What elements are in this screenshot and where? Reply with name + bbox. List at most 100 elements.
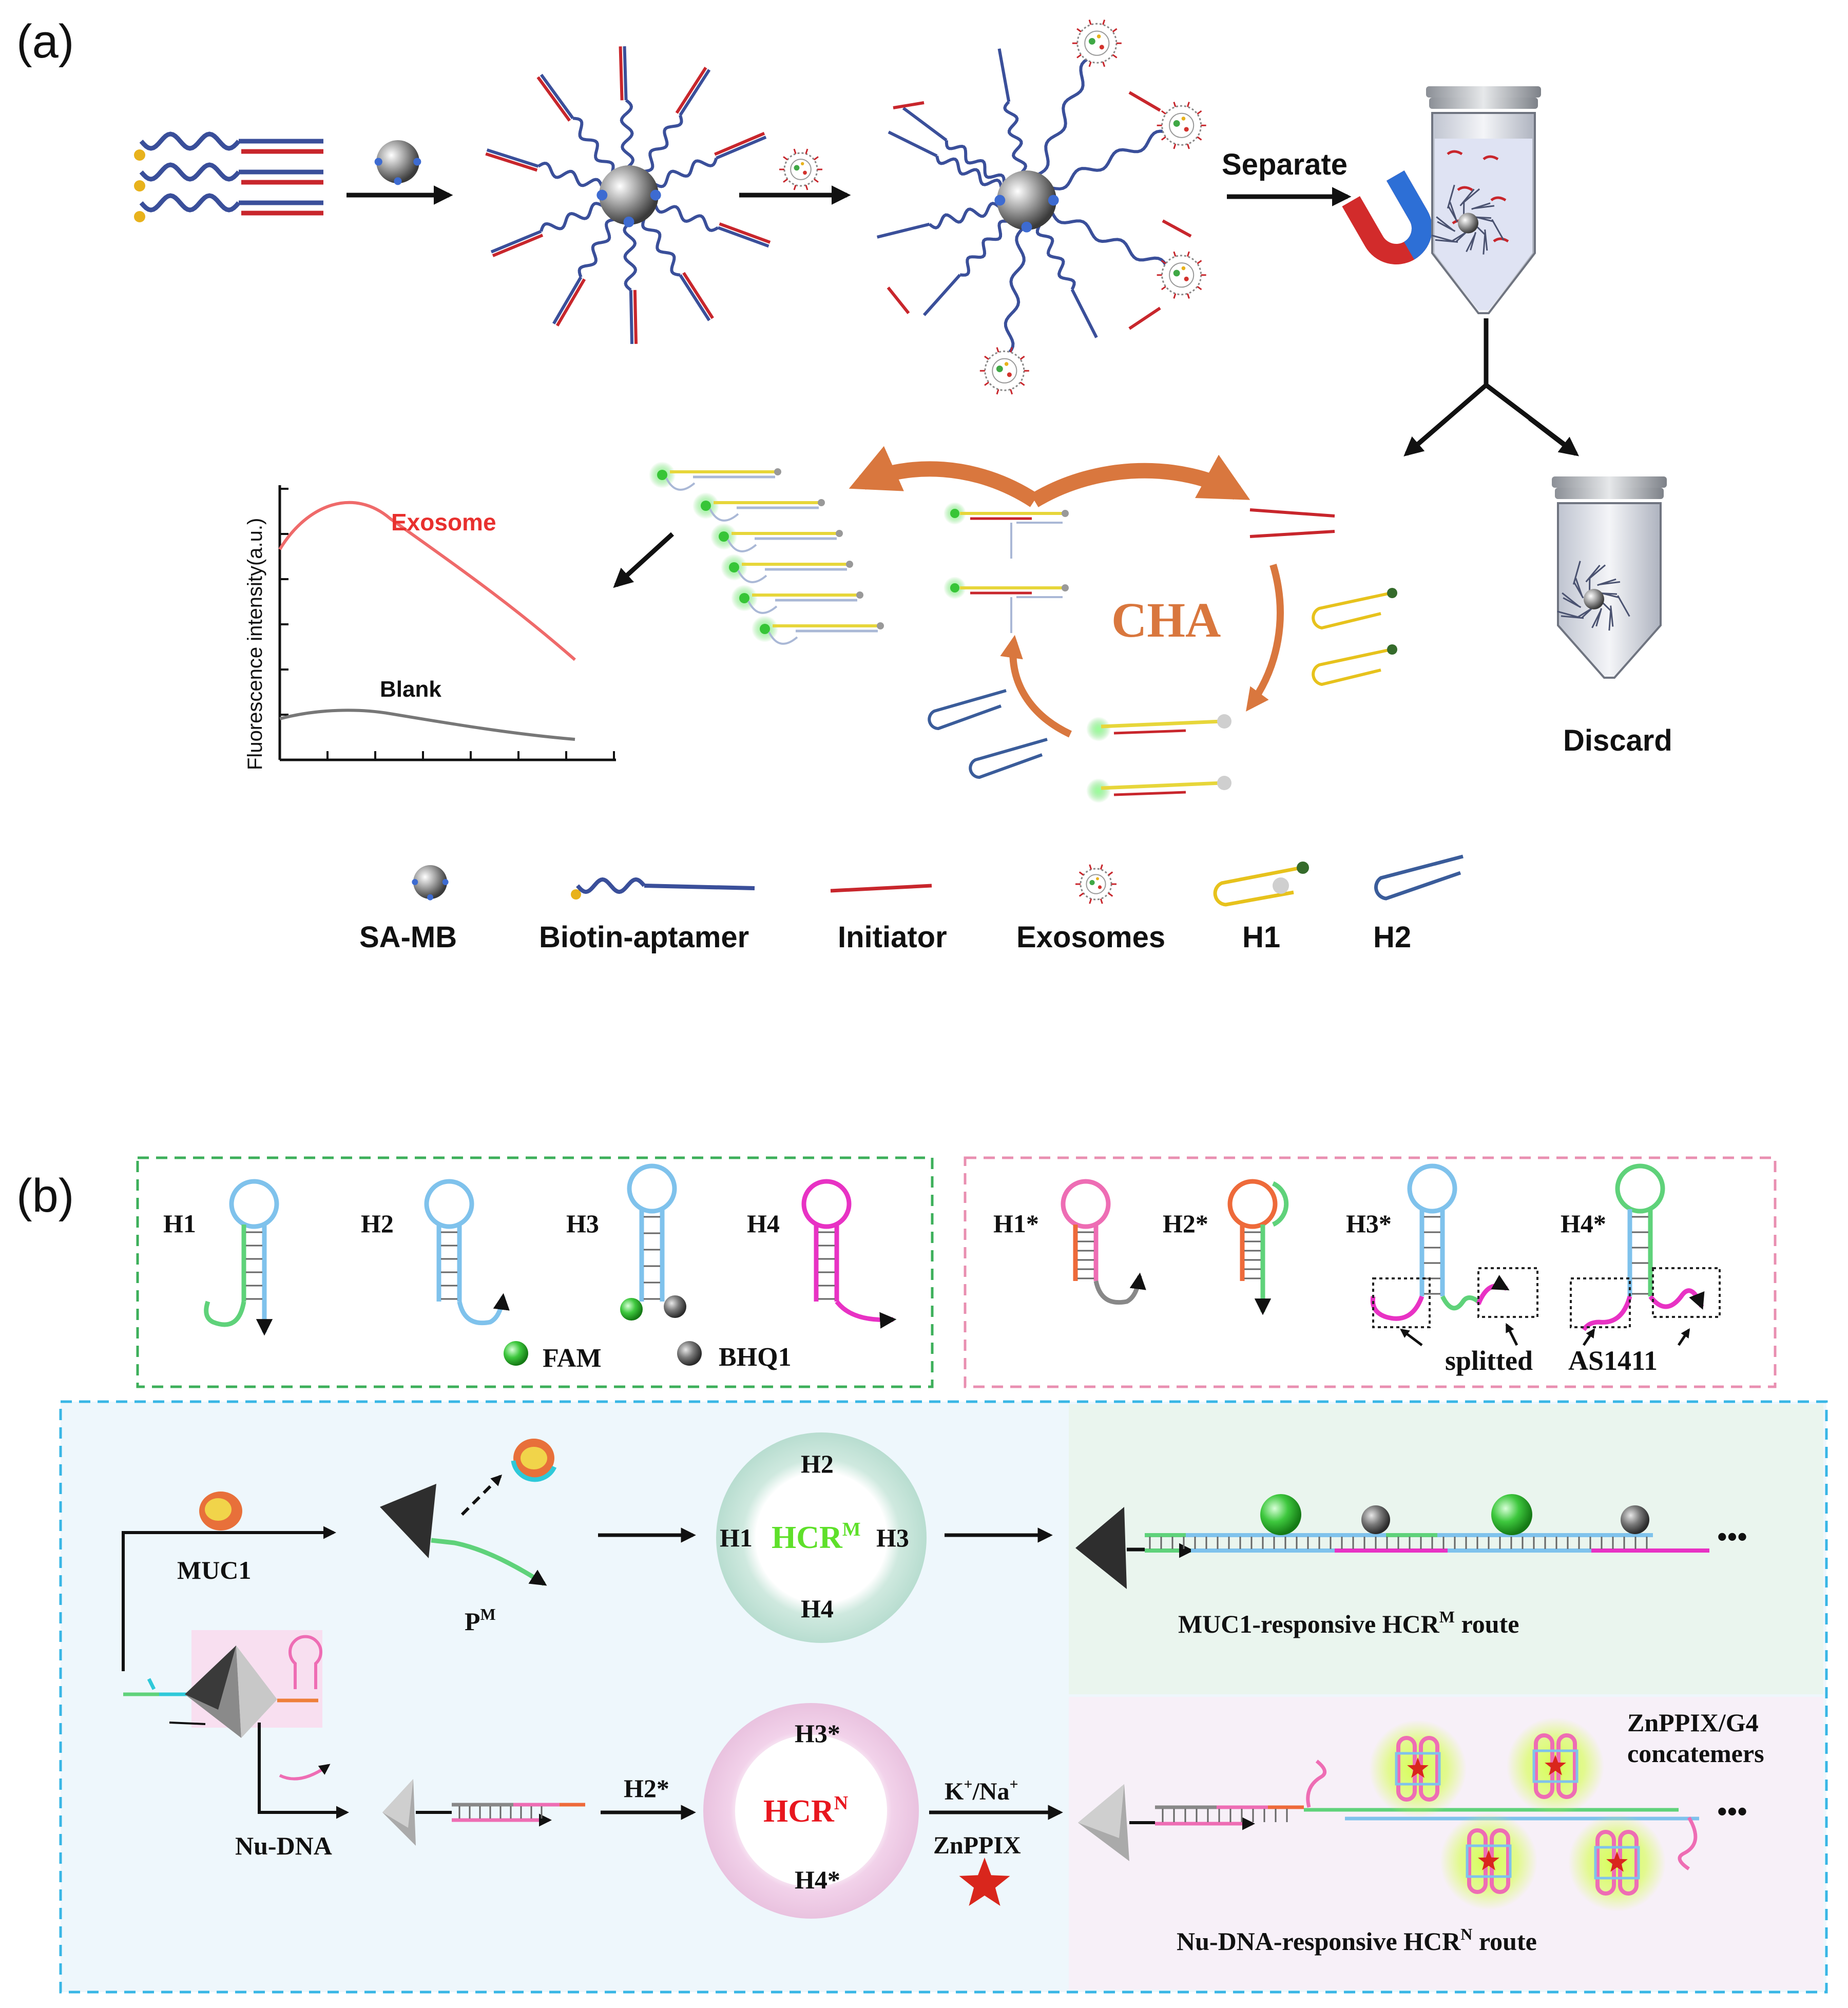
initiator-strand bbox=[493, 235, 543, 256]
initiator-strand bbox=[621, 46, 622, 100]
initiator-strand bbox=[1250, 531, 1335, 537]
cha-arc-right bbox=[1250, 565, 1280, 706]
hairpin-loop bbox=[804, 1181, 849, 1227]
bhq1-dot bbox=[664, 1295, 686, 1318]
hcrm-h3: H3 bbox=[876, 1523, 909, 1552]
bhq1-dot bbox=[1621, 1505, 1649, 1534]
exosome-membrane bbox=[784, 153, 817, 186]
exosome-membrane bbox=[1162, 256, 1201, 295]
hcrn-h3s: H3* bbox=[795, 1719, 840, 1748]
legend-h2: H2 bbox=[1373, 921, 1411, 954]
as1411-label: AS1411 bbox=[1568, 1345, 1658, 1376]
aptamer-strand bbox=[573, 118, 613, 172]
aptamer-strand bbox=[1006, 228, 1024, 356]
hairpin-loop bbox=[1063, 1181, 1108, 1227]
legend-a bbox=[412, 856, 1463, 905]
initiator-strand bbox=[888, 288, 909, 313]
concatemers-label: concatemers bbox=[1627, 1739, 1764, 1768]
hp-h3s: H3* bbox=[1346, 1209, 1392, 1238]
h2-hairpin bbox=[970, 739, 1047, 777]
h2-hairpin bbox=[929, 691, 1006, 729]
hairpin-loop bbox=[1618, 1166, 1663, 1211]
hp-h4: H4 bbox=[747, 1209, 780, 1238]
panel-a-label: (a) bbox=[16, 15, 74, 68]
cha-arrow-right bbox=[1034, 471, 1237, 501]
splitted-label: splitted bbox=[1445, 1345, 1533, 1376]
hcrn-h4s: H4* bbox=[795, 1865, 840, 1894]
tube-icon-discard bbox=[1552, 476, 1667, 678]
bhq1-dot bbox=[677, 1341, 702, 1366]
fam-label: FAM bbox=[543, 1344, 602, 1373]
legend-samb: SA-MB bbox=[359, 921, 457, 954]
tube-body bbox=[1558, 503, 1661, 678]
panel-b-label: (b) bbox=[16, 1170, 74, 1222]
initiator-strand bbox=[677, 68, 706, 113]
bead bbox=[997, 170, 1056, 230]
hairpins-right bbox=[1063, 1166, 1720, 1345]
bead-aptamer-complex bbox=[486, 46, 770, 344]
aptamer-strand bbox=[644, 115, 682, 171]
tube-cap bbox=[1552, 476, 1667, 488]
hcrm-h4: H4 bbox=[801, 1594, 834, 1623]
fam-duplex-group bbox=[649, 462, 884, 644]
muc1-label: MUC1 bbox=[177, 1556, 251, 1584]
aptamer-strand bbox=[656, 205, 718, 231]
initiator-strand bbox=[715, 133, 764, 155]
hairpin-loop bbox=[427, 1181, 472, 1227]
aptamer-strand bbox=[655, 158, 717, 186]
hcrm-h1: H1 bbox=[720, 1523, 753, 1552]
aptamer-strand bbox=[1037, 225, 1074, 290]
hairpin-loop bbox=[1230, 1181, 1275, 1227]
exosome-membrane bbox=[1081, 869, 1111, 900]
tube-cap bbox=[1426, 86, 1541, 98]
aptamer-strand bbox=[622, 100, 633, 167]
exosome-membrane bbox=[1162, 106, 1201, 145]
h1-hairpin bbox=[1313, 649, 1391, 684]
initiator-strand bbox=[684, 273, 713, 318]
hairpin-loop bbox=[629, 1166, 675, 1211]
aptamer-strand bbox=[624, 223, 636, 290]
fam-dot bbox=[620, 1298, 643, 1321]
aptamer-strand bbox=[541, 203, 603, 231]
biotin-dot bbox=[134, 180, 145, 192]
aptamer-strand bbox=[960, 221, 1008, 275]
aptamer-strand bbox=[1052, 131, 1168, 189]
exosome-icon bbox=[779, 149, 822, 190]
blank-label: Blank bbox=[380, 677, 441, 702]
initiator-strand bbox=[720, 224, 771, 242]
exosome-label: Exosome bbox=[391, 509, 496, 536]
ellipsis-n: ••• bbox=[1717, 1796, 1747, 1828]
tube-icon bbox=[1426, 86, 1541, 313]
initiator-strand bbox=[635, 290, 636, 344]
legend-biotin: Biotin-aptamer bbox=[539, 921, 749, 954]
cha-arrow-left bbox=[862, 469, 1034, 501]
hp-h2s: H2* bbox=[1163, 1209, 1208, 1238]
cha-label: CHA bbox=[1111, 592, 1221, 647]
route-n-label: Nu-DNA-responsive HCRN route bbox=[1177, 1925, 1537, 1956]
hairpins-left bbox=[206, 1166, 893, 1332]
discard-label: Discard bbox=[1563, 724, 1672, 757]
aptamer-strand bbox=[947, 140, 1004, 183]
initiator-strand bbox=[538, 77, 570, 121]
initiator-strand bbox=[1250, 510, 1335, 516]
nudna-label: Nu-DNA bbox=[235, 1831, 332, 1860]
aptamer-strand bbox=[937, 156, 1002, 188]
biotin-dot bbox=[134, 211, 145, 222]
fam-dot bbox=[1260, 1494, 1301, 1535]
bead-exosome-complex bbox=[877, 20, 1206, 394]
aptamer-strand bbox=[538, 163, 602, 186]
exosome-membrane bbox=[985, 351, 1024, 390]
ellipsis-m: ••• bbox=[1717, 1521, 1747, 1553]
fam-dot bbox=[504, 1341, 528, 1366]
bead bbox=[599, 165, 659, 225]
hp-h1s: H1* bbox=[993, 1209, 1039, 1238]
aptamer-strand bbox=[141, 196, 239, 210]
znppix-label: ZnPPIX bbox=[933, 1832, 1021, 1859]
magnet-icon bbox=[1342, 170, 1445, 278]
aptamer-strand bbox=[141, 134, 239, 148]
aptamer-strand bbox=[1052, 213, 1168, 269]
initiator-strand bbox=[893, 103, 924, 108]
magnetic-bead-icon bbox=[375, 140, 421, 185]
plot-ylabel: Fluorescence intensity(a.u.) bbox=[244, 518, 266, 770]
